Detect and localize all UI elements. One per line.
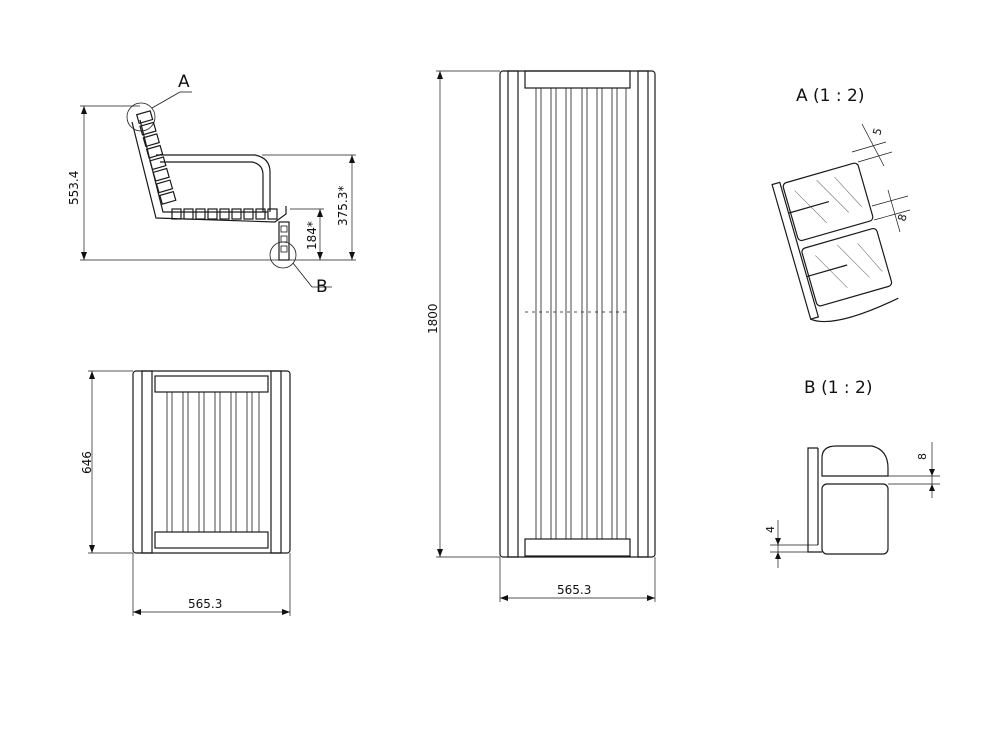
dim-detail-a-gap: 5 — [870, 127, 884, 137]
dim-side-seat-height: 184* — [305, 221, 319, 250]
detail-b: B (1 : 2) 8 4 — [764, 378, 940, 568]
side-view: A B 553.4 375.3* 184* — [67, 72, 356, 297]
detail-b-marker: B — [316, 277, 328, 297]
detail-a: A (1 : 2) 5 8 — [771, 86, 911, 323]
dim-side-height: 553.4 — [67, 171, 81, 205]
dim-detail-b-thickness: 8 — [916, 453, 929, 460]
dim-front-depth: 646 — [80, 451, 94, 474]
dim-detail-b-offset: 4 — [764, 526, 777, 533]
detail-a-title: A (1 : 2) — [796, 86, 864, 106]
detail-b-circle — [269, 241, 297, 269]
detail-a-marker: A — [178, 72, 190, 92]
dim-front-width: 565.3 — [188, 597, 222, 611]
detail-b-title: B (1 : 2) — [804, 378, 873, 398]
top-view: 1800 565.3 — [426, 70, 656, 602]
front-view: 646 565.3 — [80, 370, 291, 616]
dim-side-back-height: 375.3* — [336, 186, 350, 226]
dim-top-length: 1800 — [426, 303, 440, 334]
detail-a-circle — [126, 102, 156, 132]
dim-detail-a-thickness: 8 — [895, 213, 909, 223]
dim-top-width: 565.3 — [557, 583, 591, 597]
